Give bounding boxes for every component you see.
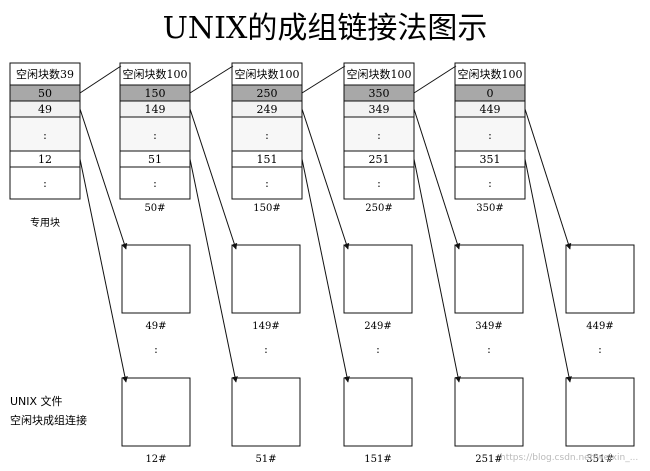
free-block-bottom-label: 151#	[364, 454, 391, 465]
stack-first-text: 50	[38, 87, 52, 100]
free-block-top-label: 149#	[252, 321, 279, 332]
stack-link-line	[413, 65, 457, 94]
free-block-top-label: 349#	[475, 321, 502, 332]
stack-second-text: 449	[480, 103, 501, 116]
free-block-bottom	[231, 377, 301, 447]
stack-column: 空闲块数100 150 149: 51: 50#	[119, 62, 191, 214]
stack-tail-cell	[454, 166, 526, 200]
stack-column: 空闲块数100 250 249: 151: 150#	[231, 62, 303, 214]
free-block-top-label: 249#	[364, 321, 391, 332]
stack-header-text: 空闲块数100	[123, 67, 188, 81]
stack-tail-cell	[343, 166, 415, 200]
stack-tail-dots: :	[153, 177, 157, 190]
free-block-bottom-label: 51#	[255, 454, 276, 465]
watermark-text: https://blog.csdn.net/weixin_...	[500, 453, 638, 463]
vertical-dots: :	[598, 343, 602, 356]
stack-dots-text: :	[488, 129, 492, 142]
stack-link-line	[189, 65, 234, 94]
stack-header-text: 空闲块数100	[347, 67, 412, 81]
page-title: UNIX的成组链接法图示	[163, 11, 488, 46]
stack-column: 空闲块数100 350 349: 251: 250#	[343, 62, 415, 214]
stack-column: 空闲块数100 0 449: 351: 350#	[454, 62, 526, 214]
free-block-top	[121, 244, 191, 314]
stack-dots-cell	[9, 116, 81, 152]
free-block-top	[454, 244, 524, 314]
vertical-dots: :	[487, 343, 491, 356]
stack-tail-cell	[9, 166, 81, 200]
free-block-bottom-label: 351#	[586, 454, 613, 465]
stack-tail-cell	[119, 166, 191, 200]
stack-tail-dots: :	[488, 177, 492, 190]
stack-link-line	[79, 65, 122, 94]
stack-header-text: 空闲块数100	[458, 67, 523, 81]
stack-second-text: 249	[257, 103, 278, 116]
stack-link-text: 151	[257, 153, 278, 166]
stack-header-text: 空闲块数100	[235, 67, 300, 81]
free-block-top	[565, 244, 635, 314]
stack-layer: 空闲块数395049:12:空闲块数100150149:51:50#空闲块数10…	[9, 62, 526, 229]
stack-block-label: 350#	[476, 203, 503, 214]
stack-dots-text: :	[153, 129, 157, 142]
arrow-to-top-block	[413, 108, 461, 250]
arrow-to-bottom-block	[413, 158, 461, 383]
stack-tail-dots: :	[43, 177, 47, 190]
stack-dots-text: :	[43, 129, 47, 142]
vertical-dots: :	[264, 343, 268, 356]
stack-tail-dots: :	[377, 177, 381, 190]
stack-dots-text: :	[377, 129, 381, 142]
stack-header-text: 空闲块数39	[16, 67, 74, 81]
block-layer: 49#: 149#: 249#: 349#: 449#: 12# 51# 151# 251# 35…	[121, 244, 635, 465]
free-block-bottom-label: 251#	[475, 454, 502, 465]
special-block-label: 专用块	[30, 216, 60, 229]
stack-dots-cell	[454, 116, 526, 152]
stack-first-text: 150	[145, 87, 166, 100]
arrow-to-bottom-block	[524, 158, 572, 383]
stack-block-label: 250#	[365, 203, 392, 214]
free-block-bottom	[121, 377, 191, 447]
stack-link-text: 251	[369, 153, 390, 166]
vertical-dots: :	[376, 343, 380, 356]
stack-link-line	[301, 65, 346, 94]
free-block-top-label: 49#	[145, 321, 166, 332]
free-block-bottom	[565, 377, 635, 447]
stack-second-text: 149	[145, 103, 166, 116]
stack-tail-dots: :	[265, 177, 269, 190]
arrow-layer	[79, 65, 572, 383]
arrow-to-top-block	[189, 108, 238, 250]
free-block-top	[231, 244, 301, 314]
stack-first-text: 350	[369, 87, 390, 100]
free-block-top-label: 449#	[586, 321, 613, 332]
arrow-to-bottom-block	[189, 158, 238, 383]
stack-block-label: 150#	[253, 203, 280, 214]
note-line-2: 空闲块成组连接	[10, 413, 87, 427]
stack-block-label: 50#	[144, 203, 165, 214]
arrow-to-top-block	[79, 108, 128, 250]
stack-tail-cell	[231, 166, 303, 200]
free-block-top	[343, 244, 413, 314]
arrow-to-top-block	[524, 108, 572, 250]
arrow-to-top-block	[301, 108, 350, 250]
stack-first-text: 0	[487, 87, 494, 100]
stack-first-text: 250	[257, 87, 278, 100]
stack-dots-text: :	[265, 129, 269, 142]
stack-link-text: 51	[148, 153, 162, 166]
vertical-dots: :	[154, 343, 158, 356]
arrow-to-bottom-block	[79, 158, 128, 383]
free-block-bottom	[454, 377, 524, 447]
stack-second-text: 49	[38, 103, 52, 116]
note-line-1: UNIX 文件	[10, 394, 63, 408]
stack-link-text: 351	[480, 153, 501, 166]
stack-dots-cell	[119, 116, 191, 152]
arrow-to-bottom-block	[301, 158, 350, 383]
stack-link-text: 12	[38, 153, 52, 166]
stack-column: 空闲块数39 50 49: 12:	[9, 62, 81, 200]
stack-second-text: 349	[369, 103, 390, 116]
free-block-bottom	[343, 377, 413, 447]
free-block-bottom-label: 12#	[145, 454, 166, 465]
